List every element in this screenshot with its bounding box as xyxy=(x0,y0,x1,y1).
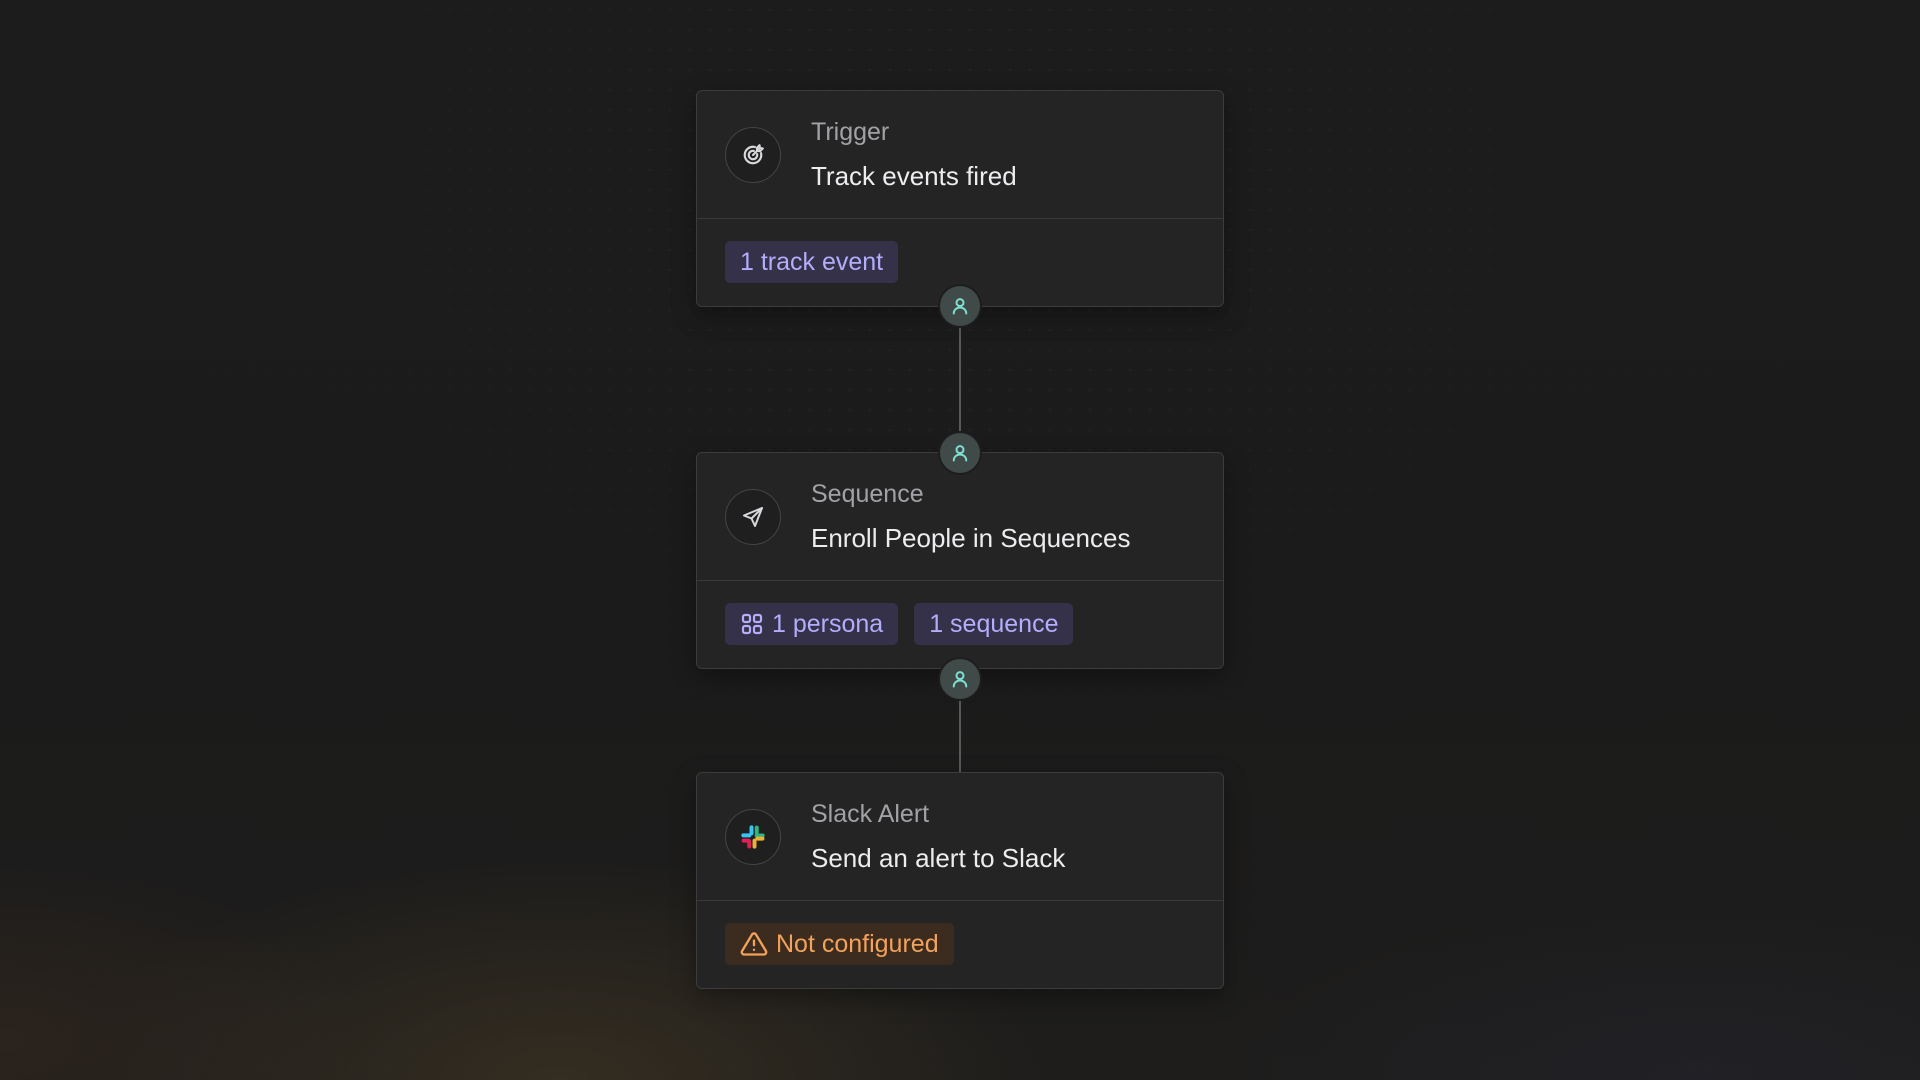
target-icon xyxy=(725,126,781,183)
chip-label: 1 sequence xyxy=(929,609,1059,638)
sequence-chip[interactable]: 1 sequence xyxy=(914,603,1074,645)
slack-alert-node[interactable]: Slack Alert Send an alert to Slack Not c… xyxy=(696,772,1224,989)
person-icon xyxy=(950,443,970,463)
send-icon xyxy=(725,488,781,545)
connector-trigger-to-sequence xyxy=(959,306,961,452)
sequence-input-port[interactable] xyxy=(940,433,980,473)
track-event-chip[interactable]: 1 track event xyxy=(725,241,899,283)
sequence-node[interactable]: Sequence Enroll People in Sequences 1 pe… xyxy=(696,452,1224,669)
slack-icon xyxy=(725,808,781,865)
grid-icon xyxy=(740,612,764,636)
warning-icon xyxy=(740,930,768,958)
slack-alert-node-header: Slack Alert Send an alert to Slack xyxy=(697,773,1223,901)
not-configured-chip[interactable]: Not configured xyxy=(725,923,954,965)
node-title: Send an alert to Slack xyxy=(811,843,1066,873)
node-kind-label: Trigger xyxy=(811,118,890,146)
chip-label: Not configured xyxy=(776,929,939,958)
person-icon xyxy=(950,296,970,316)
sequence-node-footer: 1 persona 1 sequence xyxy=(697,581,1223,667)
person-icon xyxy=(950,669,970,689)
sequence-output-port[interactable] xyxy=(940,659,980,699)
node-kind-label: Slack Alert xyxy=(811,800,930,828)
node-kind-label: Sequence xyxy=(811,480,924,508)
sequence-node-header: Sequence Enroll People in Sequences xyxy=(697,453,1223,581)
slack-alert-node-footer: Not configured xyxy=(697,901,1223,987)
chip-label: 1 persona xyxy=(772,609,884,638)
chip-label: 1 track event xyxy=(740,247,884,276)
trigger-node-header: Trigger Track events fired xyxy=(697,91,1223,219)
node-title: Track events fired xyxy=(811,161,1017,191)
trigger-node-footer: 1 track event xyxy=(697,219,1223,305)
connector-sequence-to-slack xyxy=(959,680,961,774)
persona-chip[interactable]: 1 persona xyxy=(725,603,899,645)
node-title: Enroll People in Sequences xyxy=(811,523,1131,553)
trigger-output-port[interactable] xyxy=(940,286,980,326)
trigger-node[interactable]: Trigger Track events fired 1 track event xyxy=(696,90,1224,307)
